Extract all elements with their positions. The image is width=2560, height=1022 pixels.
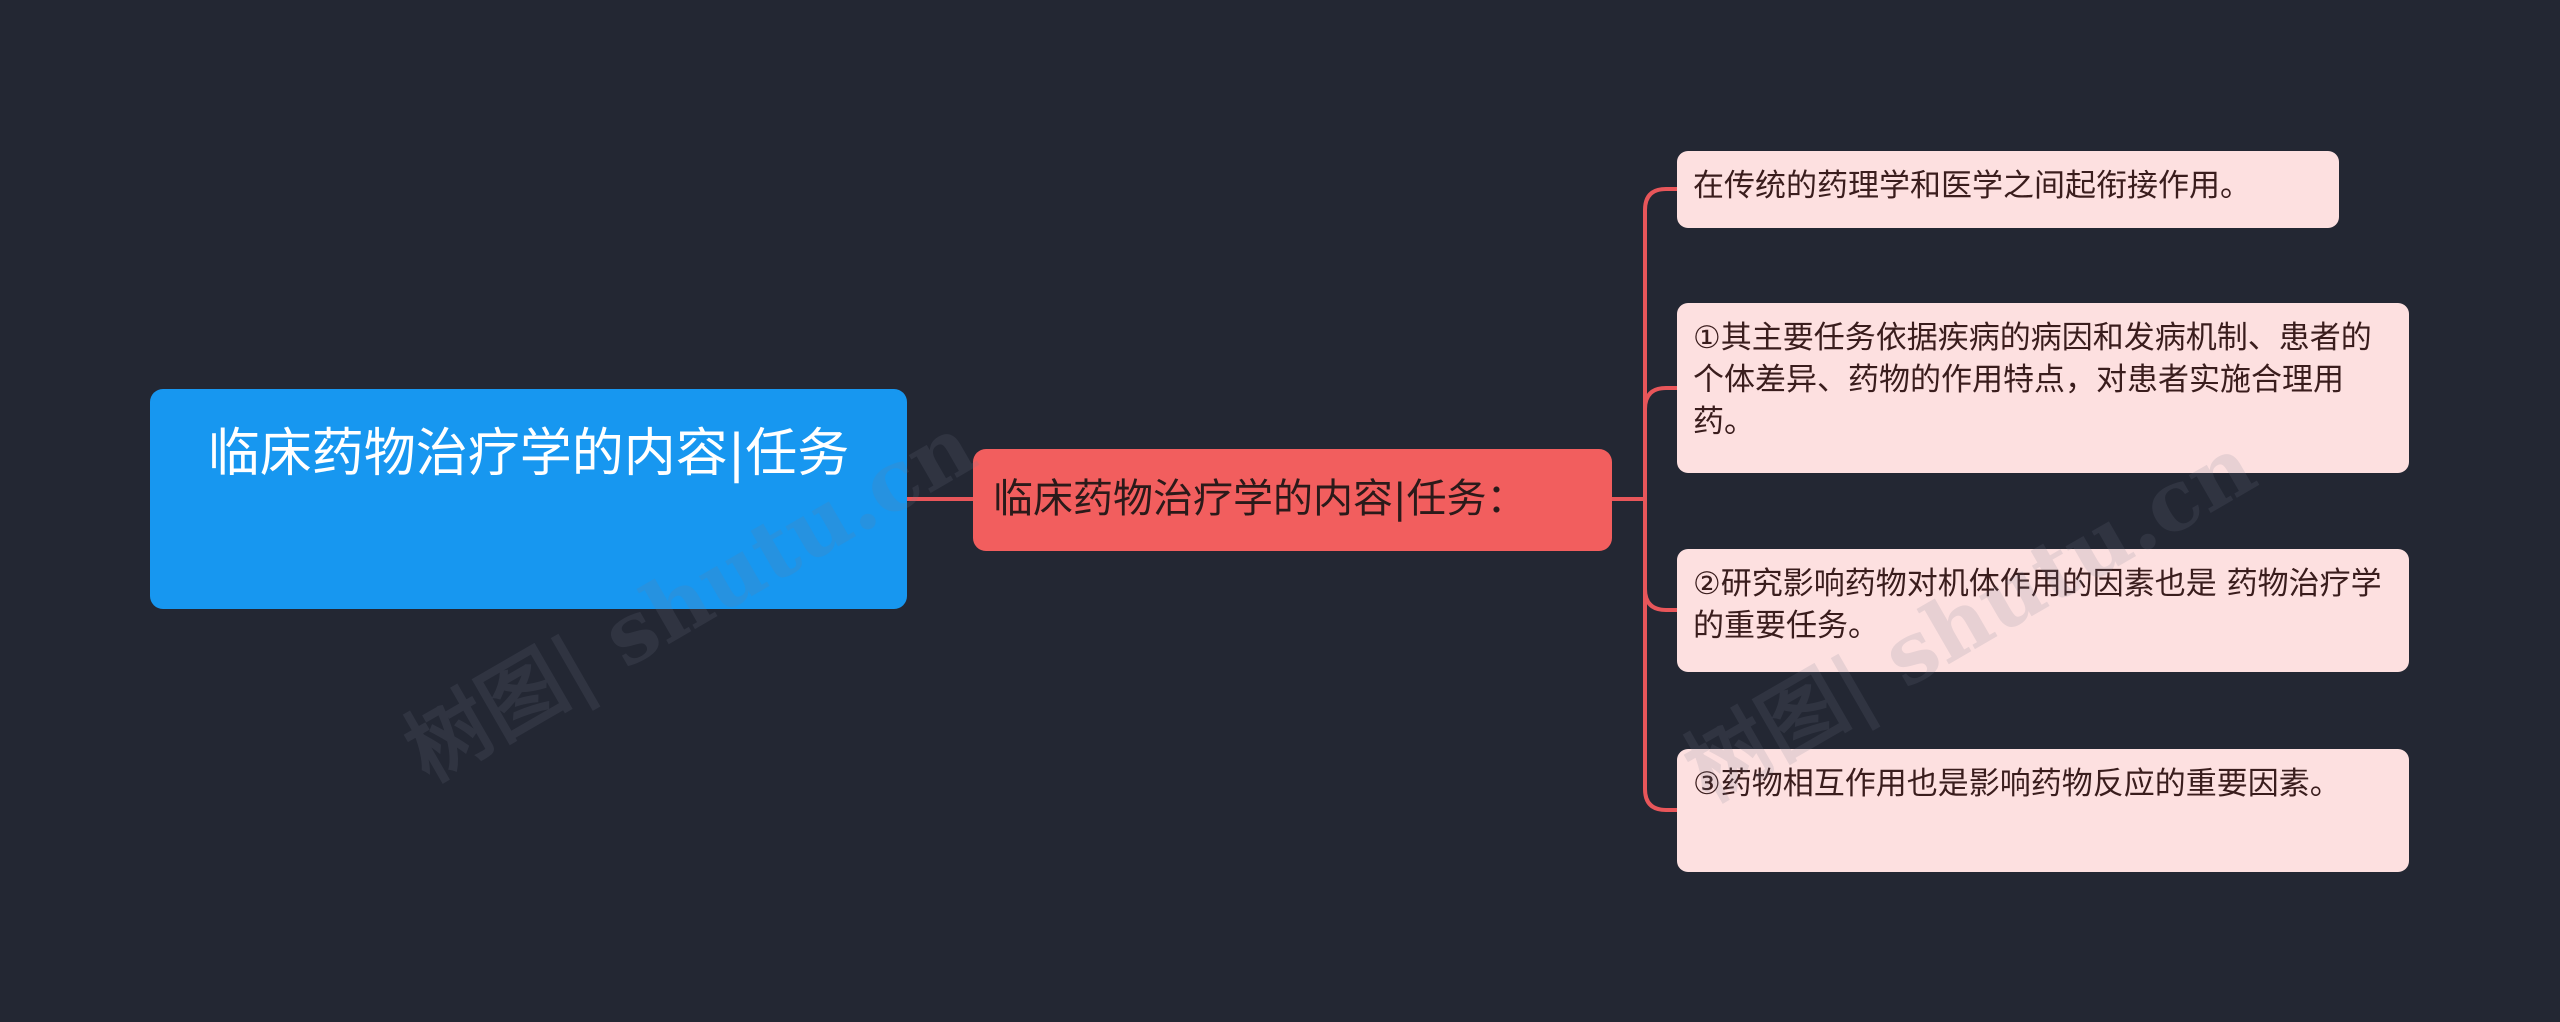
branch-topic-label: 临床药物治疗学的内容|任务：	[993, 476, 1527, 522]
leaf-topic-label: ②研究影响药物对机体作用的因素也是 药物治疗学的重要任务。	[1693, 566, 2382, 644]
leaf-topic-2[interactable]: ①其主要任务依据疾病的病因和发病机制、患者的个体差异、药物的作用特点，对患者实施…	[1677, 303, 2409, 473]
leaf-topic-1[interactable]: 在传统的药理学和医学之间起衔接作用。	[1677, 151, 2339, 228]
leaf-topic-4[interactable]: ③药物相互作用也是影响药物反应的重要因素。	[1677, 749, 2409, 872]
connector-leaf-1	[1643, 187, 1679, 501]
connector-leaf-3	[1643, 497, 1679, 612]
leaf-topic-3[interactable]: ②研究影响药物对机体作用的因素也是 药物治疗学的重要任务。	[1677, 549, 2409, 672]
leaf-topic-label: ③药物相互作用也是影响药物反应的重要因素。	[1693, 766, 2341, 802]
branch-topic[interactable]: 临床药物治疗学的内容|任务：	[973, 449, 1612, 551]
connector-leaf-2	[1643, 386, 1679, 501]
leaf-topic-label: 在传统的药理学和医学之间起衔接作用。	[1693, 168, 2251, 204]
leaf-topic-label: ①其主要任务依据疾病的病因和发病机制、患者的个体差异、药物的作用特点，对患者实施…	[1693, 320, 2372, 440]
connector-leaf-4	[1643, 587, 1679, 812]
root-topic[interactable]: 临床药物治疗学的内容|任务	[150, 389, 907, 609]
root-topic-label: 临床药物治疗学的内容|任务	[207, 424, 850, 484]
